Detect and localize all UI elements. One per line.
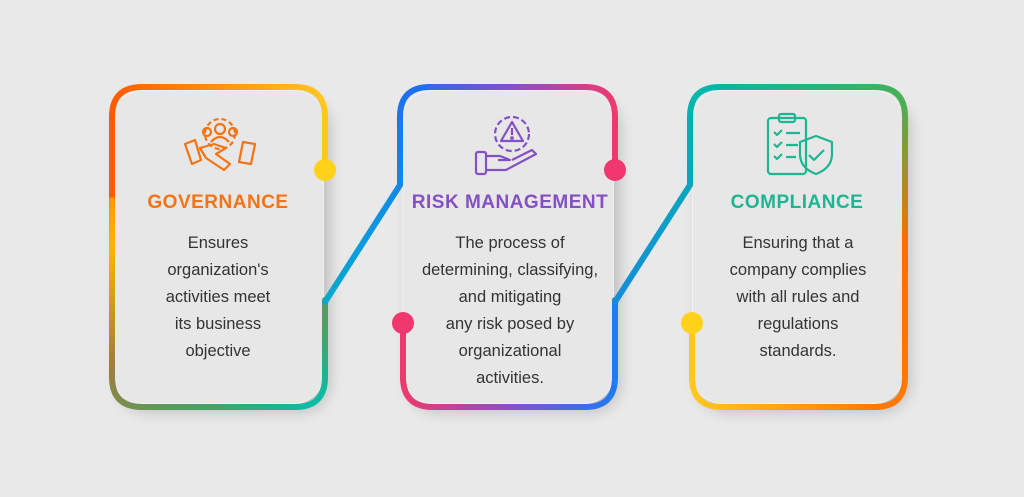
description-line: any risk posed by [445, 315, 575, 333]
description-line: Ensuring that a [742, 234, 854, 252]
description-line: activities. [476, 369, 544, 387]
description-line: regulations [757, 315, 839, 333]
compliance-card [692, 90, 904, 404]
description-line: organization's [167, 261, 269, 279]
compliance-frame [717, 84, 908, 410]
compliance-frame-bottom [689, 320, 878, 410]
governance-frame-top [109, 84, 328, 303]
risk-management-card [402, 90, 614, 404]
dot-pink [392, 312, 414, 334]
risk-frame-bottom [400, 297, 618, 410]
description-line: with all rules and [736, 288, 860, 306]
description-line: and mitigating [458, 288, 562, 306]
description-line: The process of [455, 234, 565, 252]
connector-1 [322, 84, 433, 305]
description-line: determining, classifying, [421, 261, 599, 279]
description-line: objective [185, 342, 251, 360]
governance-card [112, 90, 324, 404]
dot-yellow [314, 159, 336, 181]
handshake-gear-people-icon [183, 117, 257, 172]
compliance-description: Ensuring that a company complies with al… [683, 230, 913, 365]
description-line: its business [174, 315, 262, 333]
description-line: organizational [458, 342, 562, 360]
risk-management-description: The process of determining, classifying,… [395, 230, 625, 392]
warning-gear-hand-icon [474, 115, 538, 176]
description-line: activities meet [165, 288, 271, 306]
risk-frame-top [427, 84, 618, 173]
dot-pink [604, 159, 626, 181]
dot-yellow [681, 312, 703, 334]
connector-2 [612, 84, 723, 305]
governance-frame-bottom [109, 197, 328, 410]
compliance-title: COMPLIANCE [730, 192, 864, 213]
risk-management-title: RISK MANAGEMENT [411, 192, 609, 213]
governance-description: Ensures organization's activities meet i… [103, 230, 333, 365]
clipboard-shield-icon [766, 112, 834, 176]
description-line: company complies [729, 261, 867, 279]
description-line: standards. [759, 342, 837, 360]
governance-title: GOVERNANCE [147, 192, 289, 213]
description-line: Ensures [187, 234, 249, 252]
